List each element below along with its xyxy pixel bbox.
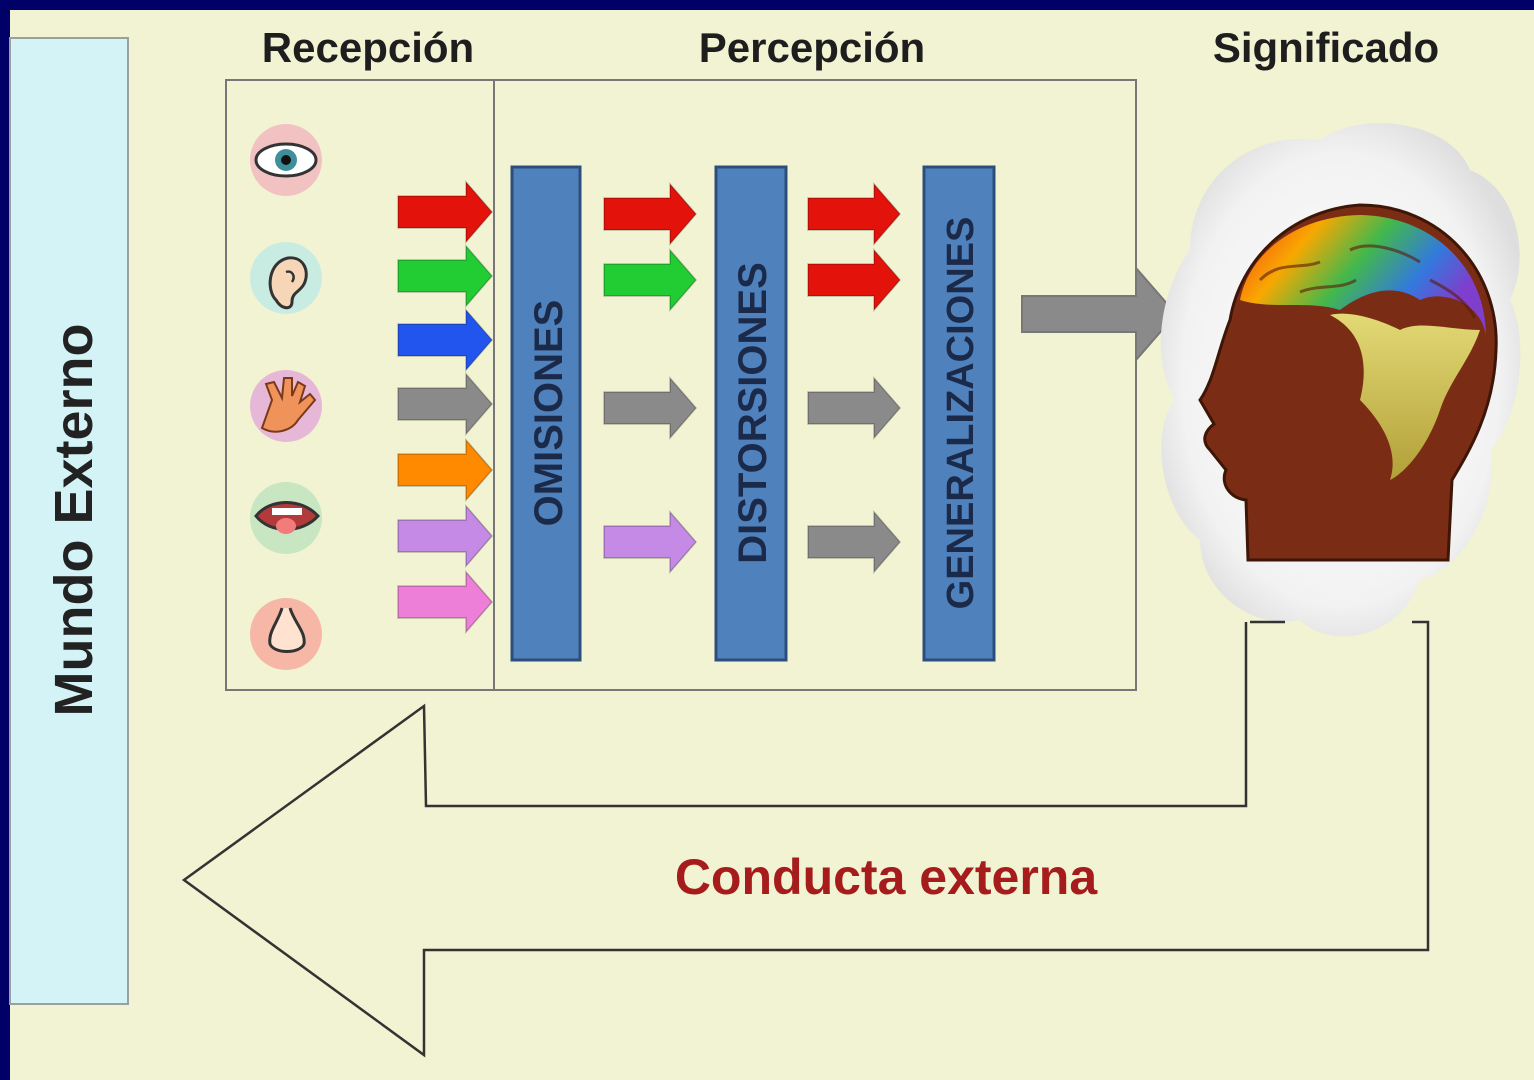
mouth-icon bbox=[250, 482, 322, 554]
arrow-red-4 bbox=[807, 247, 901, 313]
stage-title-reception: Recepción bbox=[262, 24, 474, 71]
filter-generalizations-label: GENERALIZACIONES bbox=[940, 217, 982, 610]
arrow-red-2 bbox=[603, 181, 697, 247]
arrow-lilac-2 bbox=[603, 509, 697, 575]
filter-omissions-label: OMISIONES bbox=[527, 300, 571, 527]
filter-distortions: DISTORSIONES bbox=[714, 165, 788, 662]
filter-omissions: OMISIONES bbox=[510, 165, 582, 662]
arrow-green-1 bbox=[397, 243, 493, 309]
arrow-orange-1 bbox=[397, 437, 493, 503]
behavior-return-label: Conducta externa bbox=[675, 849, 1099, 905]
behavior-return-arrow bbox=[181, 620, 1430, 1058]
stage-title-perception: Percepción bbox=[699, 24, 925, 71]
meaning-arrow bbox=[1021, 265, 1178, 363]
arrow-lilac-1 bbox=[397, 503, 493, 569]
stage-title-meaning: Significado bbox=[1213, 24, 1439, 71]
arrow-gray-4 bbox=[807, 509, 901, 575]
filter-generalizations: GENERALIZACIONES bbox=[922, 165, 996, 662]
external-world-box: Mundo Externo bbox=[9, 37, 129, 1005]
arrow-gray-1 bbox=[397, 371, 493, 437]
filter-distortions-label: DISTORSIONES bbox=[731, 262, 775, 564]
hand-icon bbox=[250, 370, 322, 442]
arrow-red-3 bbox=[807, 181, 901, 247]
arrow-gray-3 bbox=[807, 375, 901, 441]
eye-icon bbox=[250, 124, 322, 196]
arrow-gray-2 bbox=[603, 375, 697, 441]
arrow-pink-1 bbox=[397, 569, 493, 635]
arrow-green-2 bbox=[603, 247, 697, 313]
signal-arrows bbox=[397, 179, 901, 635]
ear-icon bbox=[250, 242, 322, 314]
nose-icon bbox=[250, 598, 322, 670]
process-frame bbox=[225, 79, 1137, 691]
arrow-red-1 bbox=[397, 179, 493, 245]
external-world-label: Mundo Externo bbox=[44, 324, 104, 717]
head-brain-icon bbox=[1160, 123, 1521, 637]
arrow-blue-1 bbox=[397, 307, 493, 373]
